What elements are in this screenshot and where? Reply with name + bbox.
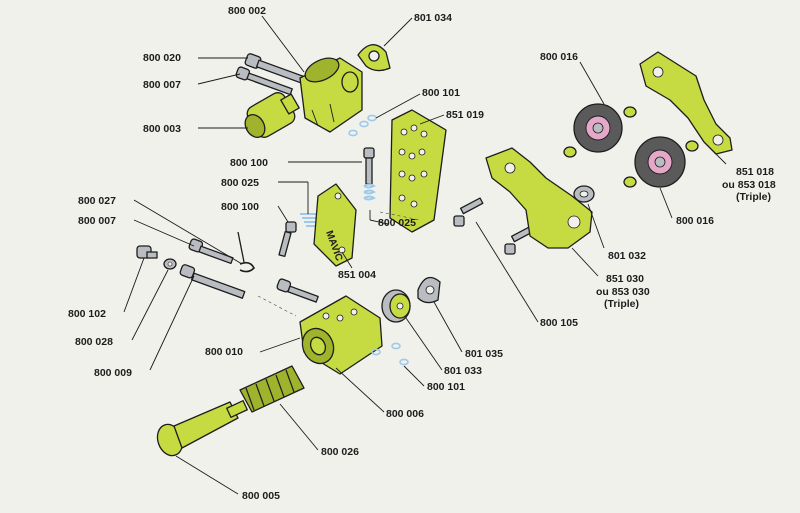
leader-lines	[123, 15, 727, 495]
part-800-100-screw-upper	[363, 147, 375, 185]
part-800-005-axle-bolt	[156, 400, 248, 457]
label-800-020: 800 020	[143, 52, 181, 64]
part-labels: 800 002 801 034 800 020 800 007 800 003 …	[68, 5, 776, 502]
label-851-030: 851 030	[606, 273, 644, 285]
label-800-016-lower: 800 016	[676, 215, 714, 227]
part-801-032-bushing	[573, 185, 595, 203]
part-800-010-bolt	[276, 278, 319, 303]
part-800-016-pulley-lower	[634, 136, 686, 188]
part-800-025-spring-left	[300, 213, 326, 227]
label-801-034: 801 034	[414, 12, 452, 24]
part-851-018-outer-cage	[639, 51, 733, 155]
part-800-009-long-bolt	[179, 264, 246, 299]
label-800-010: 800 010	[205, 346, 243, 358]
part-800-003-barrel	[244, 92, 300, 138]
label-800-007-upper: 800 007	[143, 79, 181, 91]
part-801-035-ring-clip	[417, 276, 441, 304]
label-853-030: ou 853 030	[596, 286, 650, 298]
part-800-007-bolt-lower	[188, 238, 234, 265]
label-800-027: 800 027	[78, 195, 116, 207]
part-800-016-washers	[563, 106, 699, 188]
label-853-030-note: (Triple)	[604, 298, 639, 310]
label-800-005: 800 005	[242, 490, 280, 502]
part-800-026-spring	[239, 365, 305, 413]
label-800-016-upper: 800 016	[540, 51, 578, 63]
part-800-101-clips-upper	[348, 114, 377, 137]
part-800-025-spring-upper	[363, 183, 376, 201]
label-800-007-lower: 800 007	[78, 215, 116, 227]
label-800-025-right: 800 025	[378, 217, 416, 229]
assembly-guide-lines	[257, 211, 421, 317]
part-800-105-screws	[453, 197, 535, 255]
label-800-105: 800 105	[540, 317, 578, 329]
label-800-009: 800 009	[94, 367, 132, 379]
label-800-101-upper: 800 101	[422, 87, 460, 99]
label-851-019: 851 019	[446, 109, 484, 121]
label-800-026: 800 026	[321, 446, 359, 458]
label-853-018-note: (Triple)	[736, 191, 771, 203]
part-800-101-clips-lower	[371, 342, 409, 366]
label-800-006: 800 006	[386, 408, 424, 420]
label-801-035: 801 035	[465, 348, 503, 360]
label-800-028: 800 028	[75, 336, 113, 348]
label-800-002: 800 002	[228, 5, 266, 17]
part-800-002-upper-body	[299, 57, 363, 133]
label-800-100-upper: 800 100	[230, 157, 268, 169]
label-801-032: 801 032	[608, 250, 646, 262]
part-800-027-spring-pin	[237, 231, 255, 273]
label-800-003: 800 003	[143, 123, 181, 135]
part-851-019-link-plate	[389, 109, 447, 233]
part-801-034-clip	[357, 44, 391, 72]
label-800-025-left: 800 025	[221, 177, 259, 189]
part-801-033-cog	[381, 289, 411, 323]
part-800-007-bolt-upper	[235, 66, 293, 96]
label-800-100-lower: 800 100	[221, 201, 259, 213]
part-851-004-mavic-link: MAVIC	[313, 183, 357, 267]
label-853-018: ou 853 018	[722, 179, 776, 191]
label-801-033: 801 033	[444, 365, 482, 377]
part-800-102-screw	[136, 245, 158, 259]
label-851-018: 851 018	[736, 166, 774, 178]
part-800-100-screw-lower	[278, 221, 297, 258]
label-800-102: 800 102	[68, 308, 106, 320]
part-800-016-pulley-upper	[573, 103, 623, 153]
part-851-030-inner-cage	[485, 147, 593, 249]
label-851-004: 851 004	[338, 269, 376, 281]
label-800-101-lower: 800 101	[427, 381, 465, 393]
part-800-006-lower-body	[299, 295, 383, 375]
part-800-028-washer	[163, 258, 177, 270]
